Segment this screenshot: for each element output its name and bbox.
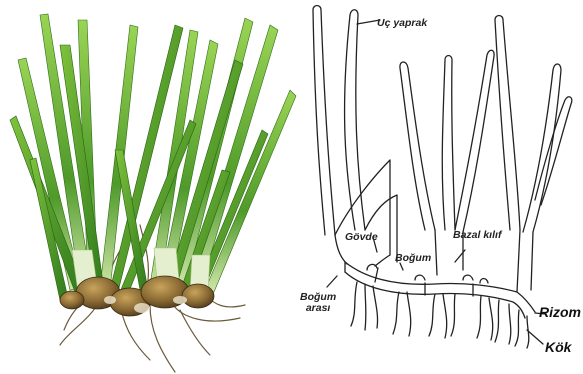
label-bogum: Boğum (395, 253, 431, 264)
label-kok: Kök (545, 340, 571, 355)
label-bogum-arasi-line2: arası (306, 302, 331, 314)
label-govde: Gövde (345, 232, 378, 243)
label-uc-yaprak: Uç yaprak (377, 18, 427, 29)
plant-photo-illustration (0, 0, 300, 374)
label-bogum-arasi: Boğum arası (300, 292, 336, 314)
plant-photo (0, 0, 300, 374)
label-rizom: Rizom (539, 305, 581, 320)
label-bazal-kilif: Bazal kılıf (453, 230, 501, 241)
rhizome-diagram: Uç yaprak Bazal kılıf Gövde Boğum Boğum … (295, 0, 583, 374)
